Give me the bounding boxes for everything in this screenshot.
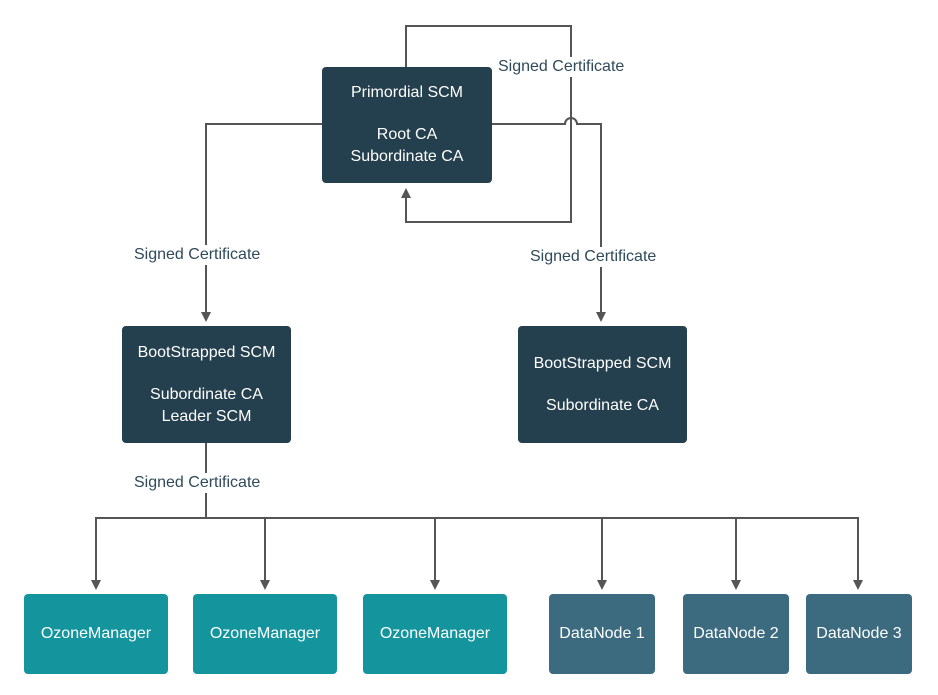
primordial-scm-title: Primordial SCM — [350, 84, 463, 101]
datanode-2-label: DataNode 2 — [693, 625, 779, 642]
datanode-1-node: DataNode 1 — [549, 594, 655, 674]
to-right-scm-label: Signed Certificate — [528, 247, 659, 267]
datanode-2-node: DataNode 2 — [683, 594, 789, 674]
ozone-manager-node: OzoneManager — [363, 594, 507, 674]
connector-primordial-to-right-scm — [492, 117, 606, 322]
ozone-manager-label: OzoneManager — [40, 625, 152, 642]
worker-bus-connector — [95, 517, 859, 580]
bootstrapped-scm-left-title: BootStrapped SCM — [137, 343, 276, 361]
ozone-manager-node: OzoneManager — [193, 594, 337, 674]
bootstrapped-scm-right-role-subordinate: Subordinate CA — [546, 396, 659, 414]
to-left-scm-label: Signed Certificate — [132, 245, 263, 265]
bootstrapped-scm-left-role-leader: Leader SCM — [161, 407, 252, 425]
to-workers-label: Signed Certificate — [132, 473, 263, 493]
bootstrapped-scm-left-node: BootStrapped SCM Subordinate CA Leader S… — [122, 326, 291, 443]
self-signed-label: Signed Certificate — [496, 57, 627, 77]
datanode-3-node: DataNode 3 — [806, 594, 912, 674]
self-signed-loop-connector — [401, 25, 572, 223]
bootstrapped-scm-right-node: BootStrapped SCM Subordinate CA — [518, 326, 687, 443]
ozone-manager-node: OzoneManager — [24, 594, 168, 674]
primordial-scm-role-subordinate: Subordinate CA — [350, 148, 464, 165]
ozone-manager-label: OzoneManager — [209, 625, 321, 642]
primordial-scm-role-root: Root CA — [376, 126, 438, 143]
bootstrapped-scm-right-title: BootStrapped SCM — [533, 354, 672, 372]
bootstrapped-scm-left-role-subordinate: Subordinate CA — [150, 385, 263, 403]
datanode-3-label: DataNode 3 — [816, 625, 902, 642]
ozone-manager-label: OzoneManager — [379, 625, 491, 642]
primordial-scm-node: Primordial SCM Root CA Subordinate CA — [322, 67, 492, 183]
datanode-1-label: DataNode 1 — [559, 625, 645, 642]
connector-primordial-to-left-scm — [201, 123, 322, 322]
